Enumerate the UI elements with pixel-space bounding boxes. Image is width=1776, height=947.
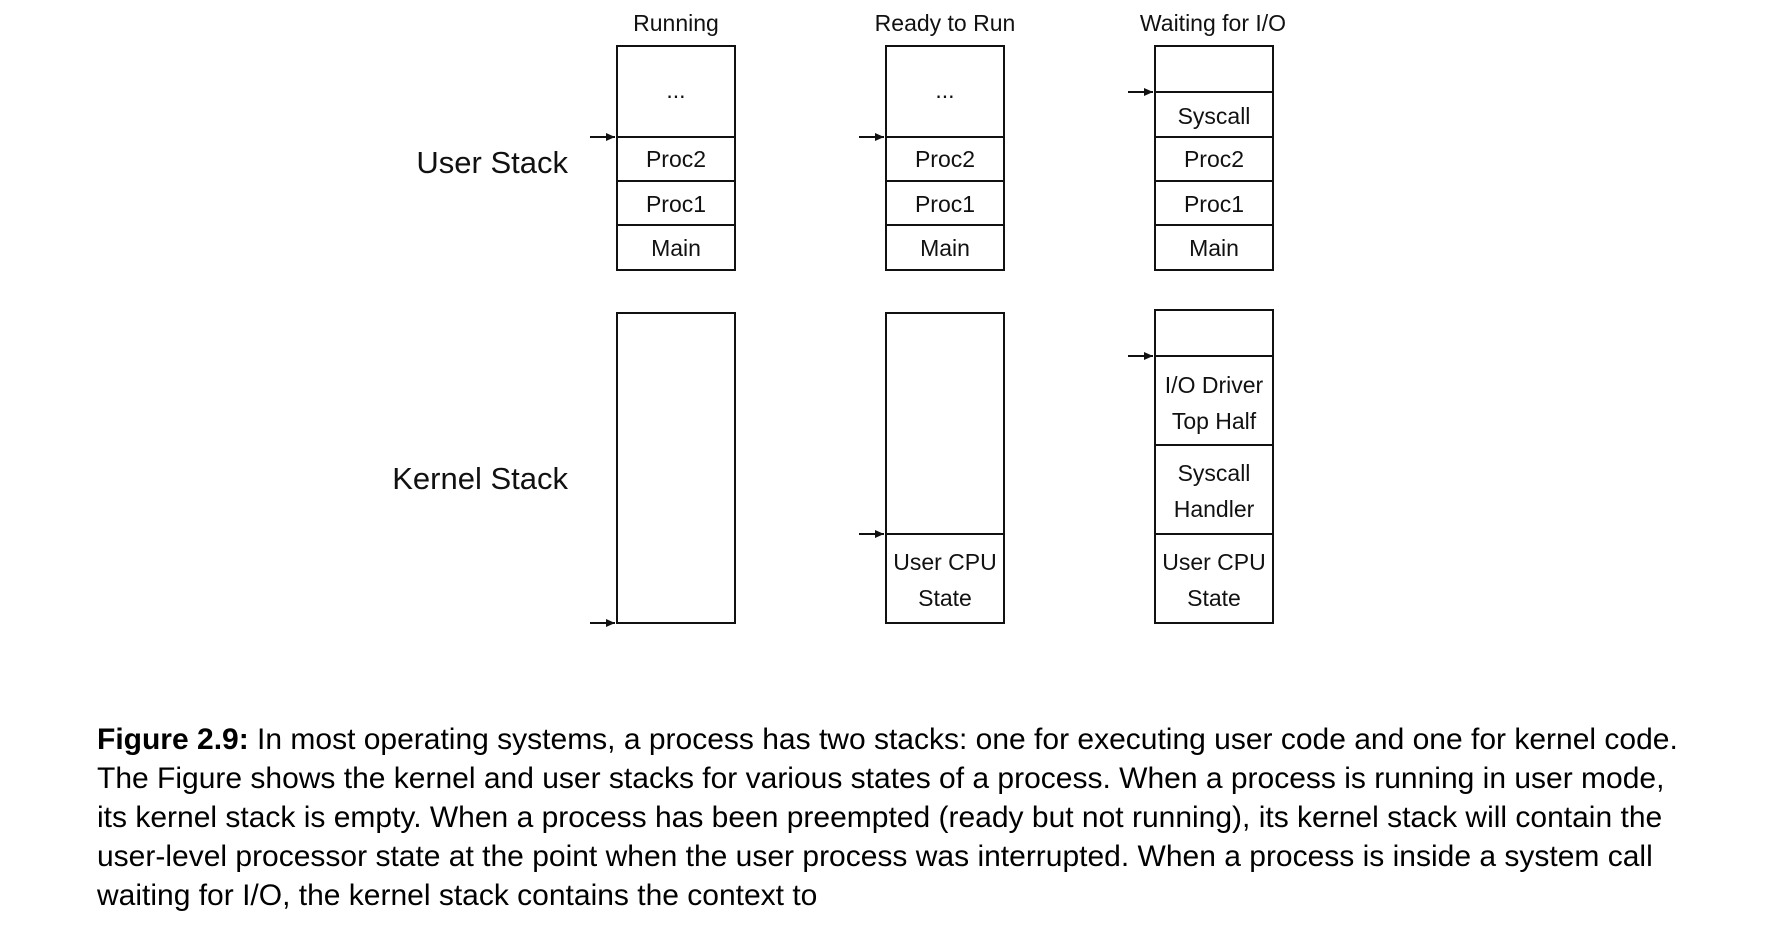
cell-label: Syscall [1178,460,1251,486]
cell-label: User CPU [1162,549,1266,575]
figure-caption: Figure 2.9: In most operating systems, a… [97,720,1697,915]
stack-cell [1154,45,1274,93]
cell-label: State [918,585,972,611]
cell-label: Proc2 [915,146,975,172]
cell-label: Main [920,235,970,261]
figure-label: Figure 2.9: [97,723,249,756]
stack-cell [1154,533,1274,624]
cell-label: Handler [1174,496,1255,522]
ellipsis-text: ... [666,77,685,103]
kernel-stack-ready-to-run: User CPU State [859,312,1005,624]
stack-cell [885,224,1005,271]
cell-label: Main [651,235,701,261]
cell-label: Proc2 [1184,146,1244,172]
column-title-running: Running [633,10,719,36]
stack-cell [616,312,736,624]
cell-label: I/O Driver [1165,372,1264,398]
cell-label: Syscall [1178,103,1251,129]
kernel-stack-label: Kernel Stack [392,461,568,496]
cell-label: State [1187,585,1241,611]
user-stack-ready-to-run: ... Proc2 Proc1 Main [859,45,1005,271]
user-stack-waiting-for-io: Syscall Proc2 Proc1 Main [1128,45,1274,271]
column-ready-to-run: Ready to Run ... Proc2 Proc1 Main User C… [859,10,1016,624]
cell-label: Proc1 [915,191,975,217]
kernel-stack-waiting-for-io: I/O Driver Top Half Syscall Handler User… [1128,309,1274,624]
kernel-stack-running [590,312,736,627]
cell-label: Proc1 [646,191,706,217]
cell-label: User CPU [893,549,997,575]
column-title-waiting-for-io: Waiting for I/O [1140,10,1286,36]
ellipsis-text: ... [935,77,954,103]
cell-label: Proc2 [646,146,706,172]
user-stack-label: User Stack [416,145,568,180]
stack-cell [885,312,1005,535]
cell-label: Main [1189,235,1239,261]
column-title-ready-to-run: Ready to Run [875,10,1016,36]
user-stack-running: ... Proc2 Proc1 Main [590,45,736,271]
column-waiting-for-io: Waiting for I/O Syscall Proc2 Proc1 Main… [1128,10,1286,624]
cell-label: Top Half [1172,408,1257,434]
cell-label: Proc1 [1184,191,1244,217]
stack-cell [1154,309,1274,357]
caption-text: In most operating systems, a process has… [97,723,1678,912]
stack-cell [885,533,1005,624]
stack-cell [1154,224,1274,271]
stack-cell [616,224,736,271]
column-running: Running ... Proc2 Proc1 Main [590,10,736,627]
